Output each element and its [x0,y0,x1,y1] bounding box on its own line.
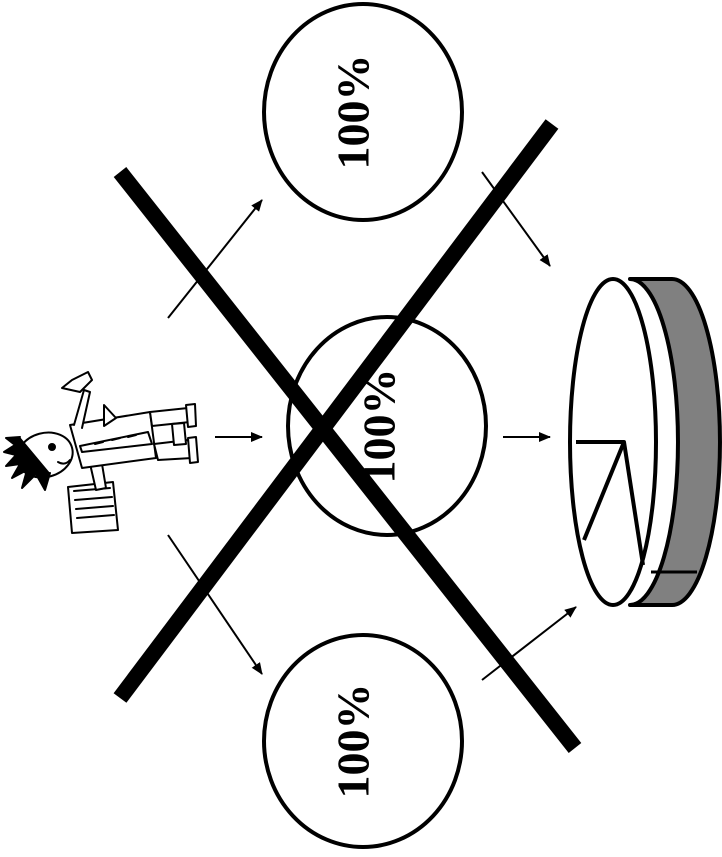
top-circle-label: 100% [328,55,379,170]
pie-chart-icon [570,279,720,605]
middle-circle-label: 100% [354,369,405,484]
person-with-papers-icon [4,372,198,533]
arrow-top-to-pie [482,172,550,266]
bottom-circle-label: 100% [328,684,379,799]
